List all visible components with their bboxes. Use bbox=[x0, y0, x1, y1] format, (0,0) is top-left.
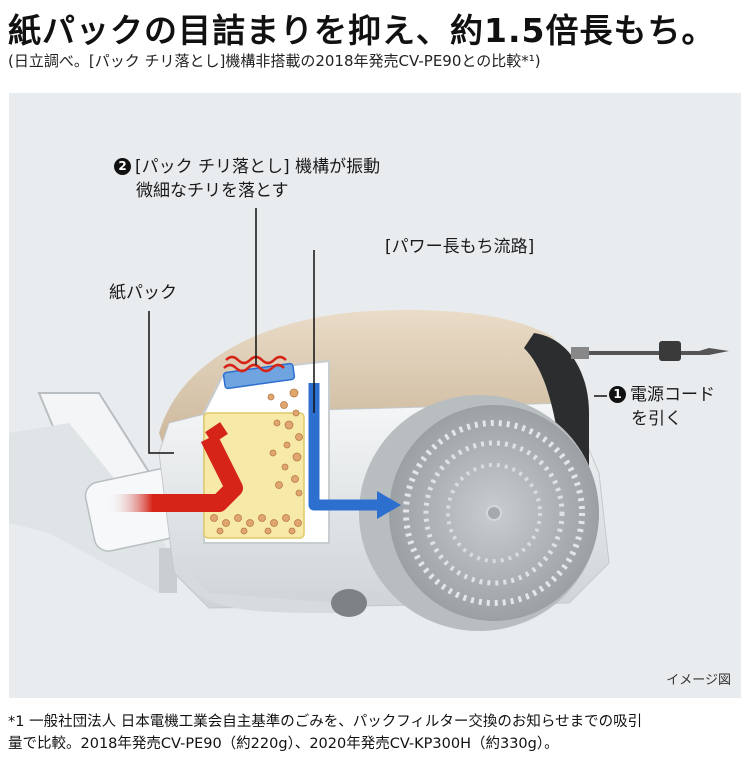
footnote-line2: 量で比較。2018年発売CV-PE90（約220g）、2020年発売CV-KP3… bbox=[8, 736, 559, 752]
callout-dust-shaker: 2[パック チリ落とし] 機構が振動 微細なチリを落とす bbox=[114, 155, 380, 203]
vacuum-illustration bbox=[9, 208, 729, 631]
callout-airflow: [パワー長もち流路] bbox=[385, 237, 535, 257]
leader-lines bbox=[148, 208, 607, 454]
paper-pack bbox=[203, 412, 305, 539]
callout-dust-line2: 微細なチリを落とす bbox=[136, 181, 289, 201]
callout-number-1: 1 bbox=[609, 386, 626, 403]
callout-number-2: 2 bbox=[114, 158, 131, 175]
footnote-line1: *1 一般社団法人 日本電機工業会自主基準のごみを、パックフィルター交換のお知ら… bbox=[8, 714, 643, 730]
callout-paper-pack: 紙パック bbox=[109, 283, 177, 303]
callout-cord-line2: を引く bbox=[631, 409, 682, 429]
rear-wheel bbox=[359, 395, 599, 631]
subtitle: (日立調べ。[パック チリ落とし]機構非搭載の2018年発売CV-PE90との比… bbox=[8, 52, 541, 70]
headline: 紙パックの目詰まりを抑え、約1.5倍長もち。 bbox=[8, 11, 716, 50]
product-diagram-panel: 2[パック チリ落とし] 機構が振動 微細なチリを落とす [パワー長もち流路] … bbox=[9, 93, 741, 698]
callout-dust-line1: [パック チリ落とし] 機構が振動 bbox=[135, 157, 381, 177]
callout-cord-line1: 電源コード bbox=[630, 385, 715, 405]
airflow-path bbox=[109, 383, 401, 519]
image-caption: イメージ図 bbox=[666, 673, 731, 688]
dust-shaker bbox=[222, 362, 296, 390]
footnote: *1 一般社団法人 日本電機工業会自主基準のごみを、パックフィルター交換のお知ら… bbox=[8, 711, 744, 755]
